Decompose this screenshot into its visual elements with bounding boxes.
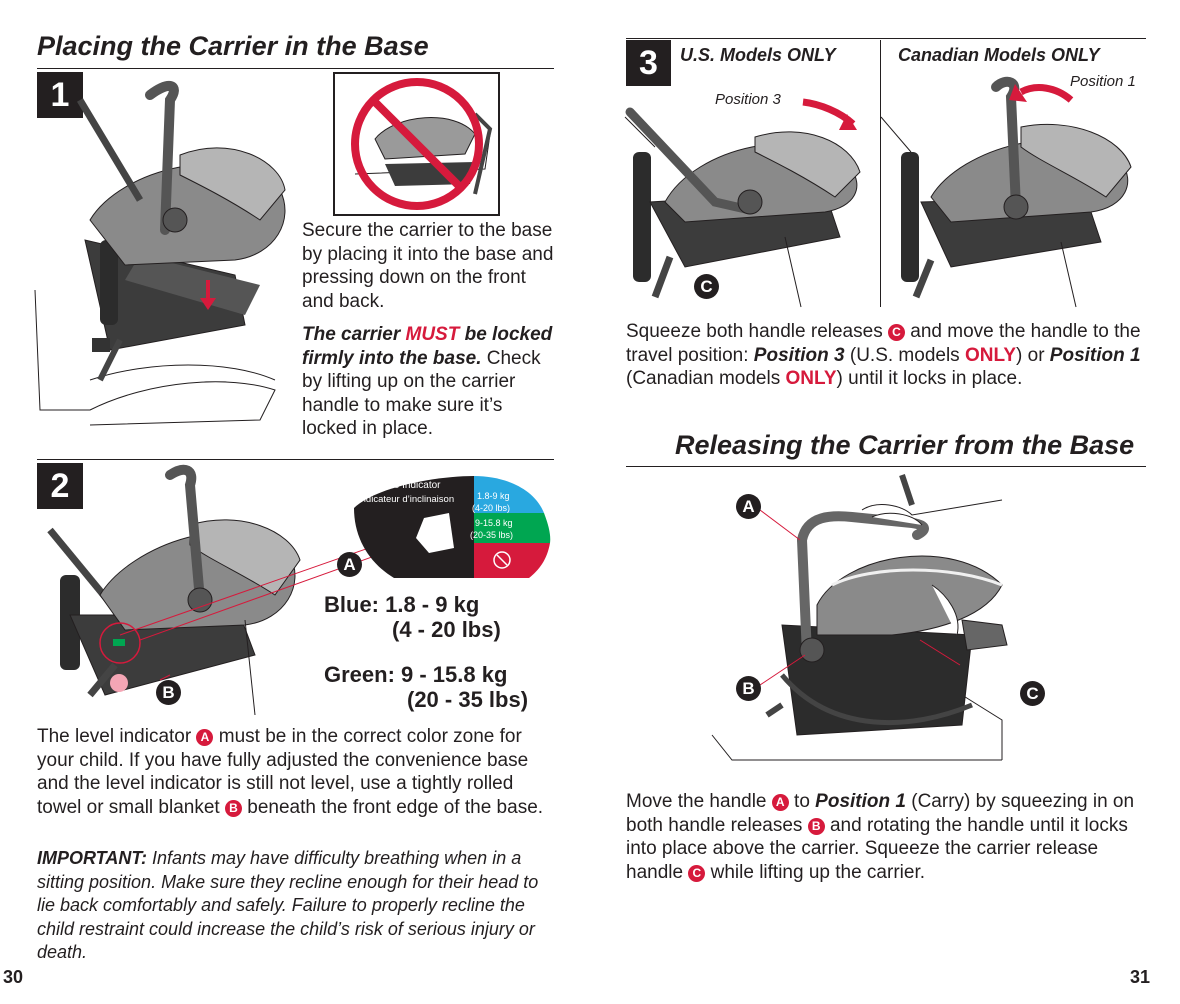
callout-a-indicator: A <box>337 552 362 577</box>
important-note: IMPORTANT: Infants may have difficulty b… <box>37 847 547 965</box>
position-1-label: Position 1 <box>1070 73 1136 90</box>
indicator-subtitle: Indicateur d’inclinaison <box>358 494 455 505</box>
us-models-label: U.S. Models ONLY <box>680 45 836 65</box>
level-text-b: must be in the correct color zone for yo… <box>37 726 529 818</box>
step-3-only-us: ONLY <box>964 344 1017 366</box>
release-title-rule <box>626 466 1146 467</box>
step-2-badge: 2 <box>37 463 83 509</box>
step-3-text-f: ) until it locks in place. <box>836 368 1023 389</box>
step-2-instruction: The level indicator A must be in the cor… <box>37 725 557 819</box>
canadian-model-illustration <box>880 76 1132 308</box>
left-section-title: Placing the Carrier in the Base <box>37 31 429 61</box>
release-marker-c: C <box>688 864 706 882</box>
page-number-left: 30 <box>3 967 24 987</box>
zone-green-kg: 9-15.8 kg <box>475 518 513 528</box>
warning-check: Check by lifting up on the carrier handl… <box>302 347 541 440</box>
step-3-text-d: ) or <box>1016 344 1050 366</box>
step-1-badge: 1 <box>37 72 83 118</box>
step-1-instruction: Secure the carrier to the base by placin… <box>302 220 554 312</box>
step-3-text-a: Squeeze both handle releases <box>626 321 888 342</box>
callout-b-base: B <box>156 680 181 705</box>
step-3-text-c: (U.S. models <box>844 344 965 366</box>
release-text-e: while lifting up the carrier. <box>705 861 926 883</box>
zone-blue-kg: 1.8-9 kg <box>477 491 510 501</box>
zone-green-lbs: (20-35 lbs) <box>470 530 514 540</box>
step-1-illustration <box>34 81 286 426</box>
release-text-a: Move the handle <box>626 791 772 812</box>
important-label: IMPORTANT: <box>37 848 147 868</box>
release-marker-b: B <box>807 817 825 835</box>
release-callout-b: B <box>736 676 761 701</box>
warning-must: MUST <box>405 324 460 345</box>
release-callout-a: A <box>736 494 761 519</box>
level-text-c: beneath the front edge of the base. <box>241 796 544 818</box>
step-3-divider <box>880 40 881 307</box>
page-number-right: 31 <box>1130 967 1151 987</box>
zone-blue-lbs: (4-20 lbs) <box>472 503 511 513</box>
step-3-position-1: Position 1 <box>1049 344 1141 366</box>
step-3-only-ca: ONLY <box>785 368 837 389</box>
warning-lead: The carrier <box>302 324 406 345</box>
marker-c: C <box>887 324 905 341</box>
callout-c-release: C <box>694 274 719 299</box>
warning-locked: be locked firmly into the base. <box>302 324 553 369</box>
blue-zone-lbs: (4 - 20 lbs) <box>392 617 501 642</box>
step-3-top-rule <box>626 38 1146 39</box>
recline-indicator-graphic <box>354 476 551 578</box>
incorrect-install-drawing <box>351 78 493 210</box>
step-2-illustration <box>47 464 301 716</box>
release-leader-lines <box>759 509 961 686</box>
incorrect-install-inset <box>333 72 500 216</box>
blue-zone-kg: Blue: 1.8 - 9 kg <box>324 592 480 617</box>
us-model-illustration <box>624 98 861 308</box>
left-title-rule <box>37 68 554 69</box>
release-section-title: Releasing the Carrier from the Base <box>675 430 1135 460</box>
step-3-badge: 3 <box>626 40 671 86</box>
step-1-warning: The carrier MUST be locked firmly into t… <box>302 323 554 441</box>
release-text-b: to <box>788 791 816 812</box>
release-marker-a: A <box>771 794 789 811</box>
level-text-a: The level indicator <box>37 726 197 747</box>
step-3-instruction: Squeeze both handle releases C and move … <box>626 320 1151 391</box>
step-3-position-3: Position 3 <box>753 344 845 366</box>
marker-b: B <box>224 799 242 817</box>
canadian-models-label: Canadian Models ONLY <box>898 45 1100 65</box>
green-zone-lbs: (20 - 35 lbs) <box>407 687 529 712</box>
position-3-label: Position 3 <box>715 91 781 108</box>
release-callout-c: C <box>1020 681 1045 706</box>
marker-a: A <box>196 729 214 746</box>
green-zone-kg: Green: 9 - 15.8 kg <box>324 662 508 687</box>
step-3-text-e: (Canadian models <box>626 368 786 389</box>
step-2-rule <box>37 459 554 460</box>
release-text-d: and rotating the handle until it locks i… <box>626 814 1128 883</box>
indicator-title: Recline Indicator <box>366 480 441 491</box>
release-instruction: Move the handle A to Position 1 (Carry) … <box>626 790 1146 884</box>
release-position-1: Position 1 <box>815 791 906 812</box>
important-text: Infants may have difficulty breathing wh… <box>37 848 539 962</box>
release-illustration <box>711 474 1008 761</box>
release-text-c: (Carry) by squeezing in on both handle r… <box>626 791 1135 836</box>
step-3-text-b: and move the handle to the travel positi… <box>626 321 1141 366</box>
